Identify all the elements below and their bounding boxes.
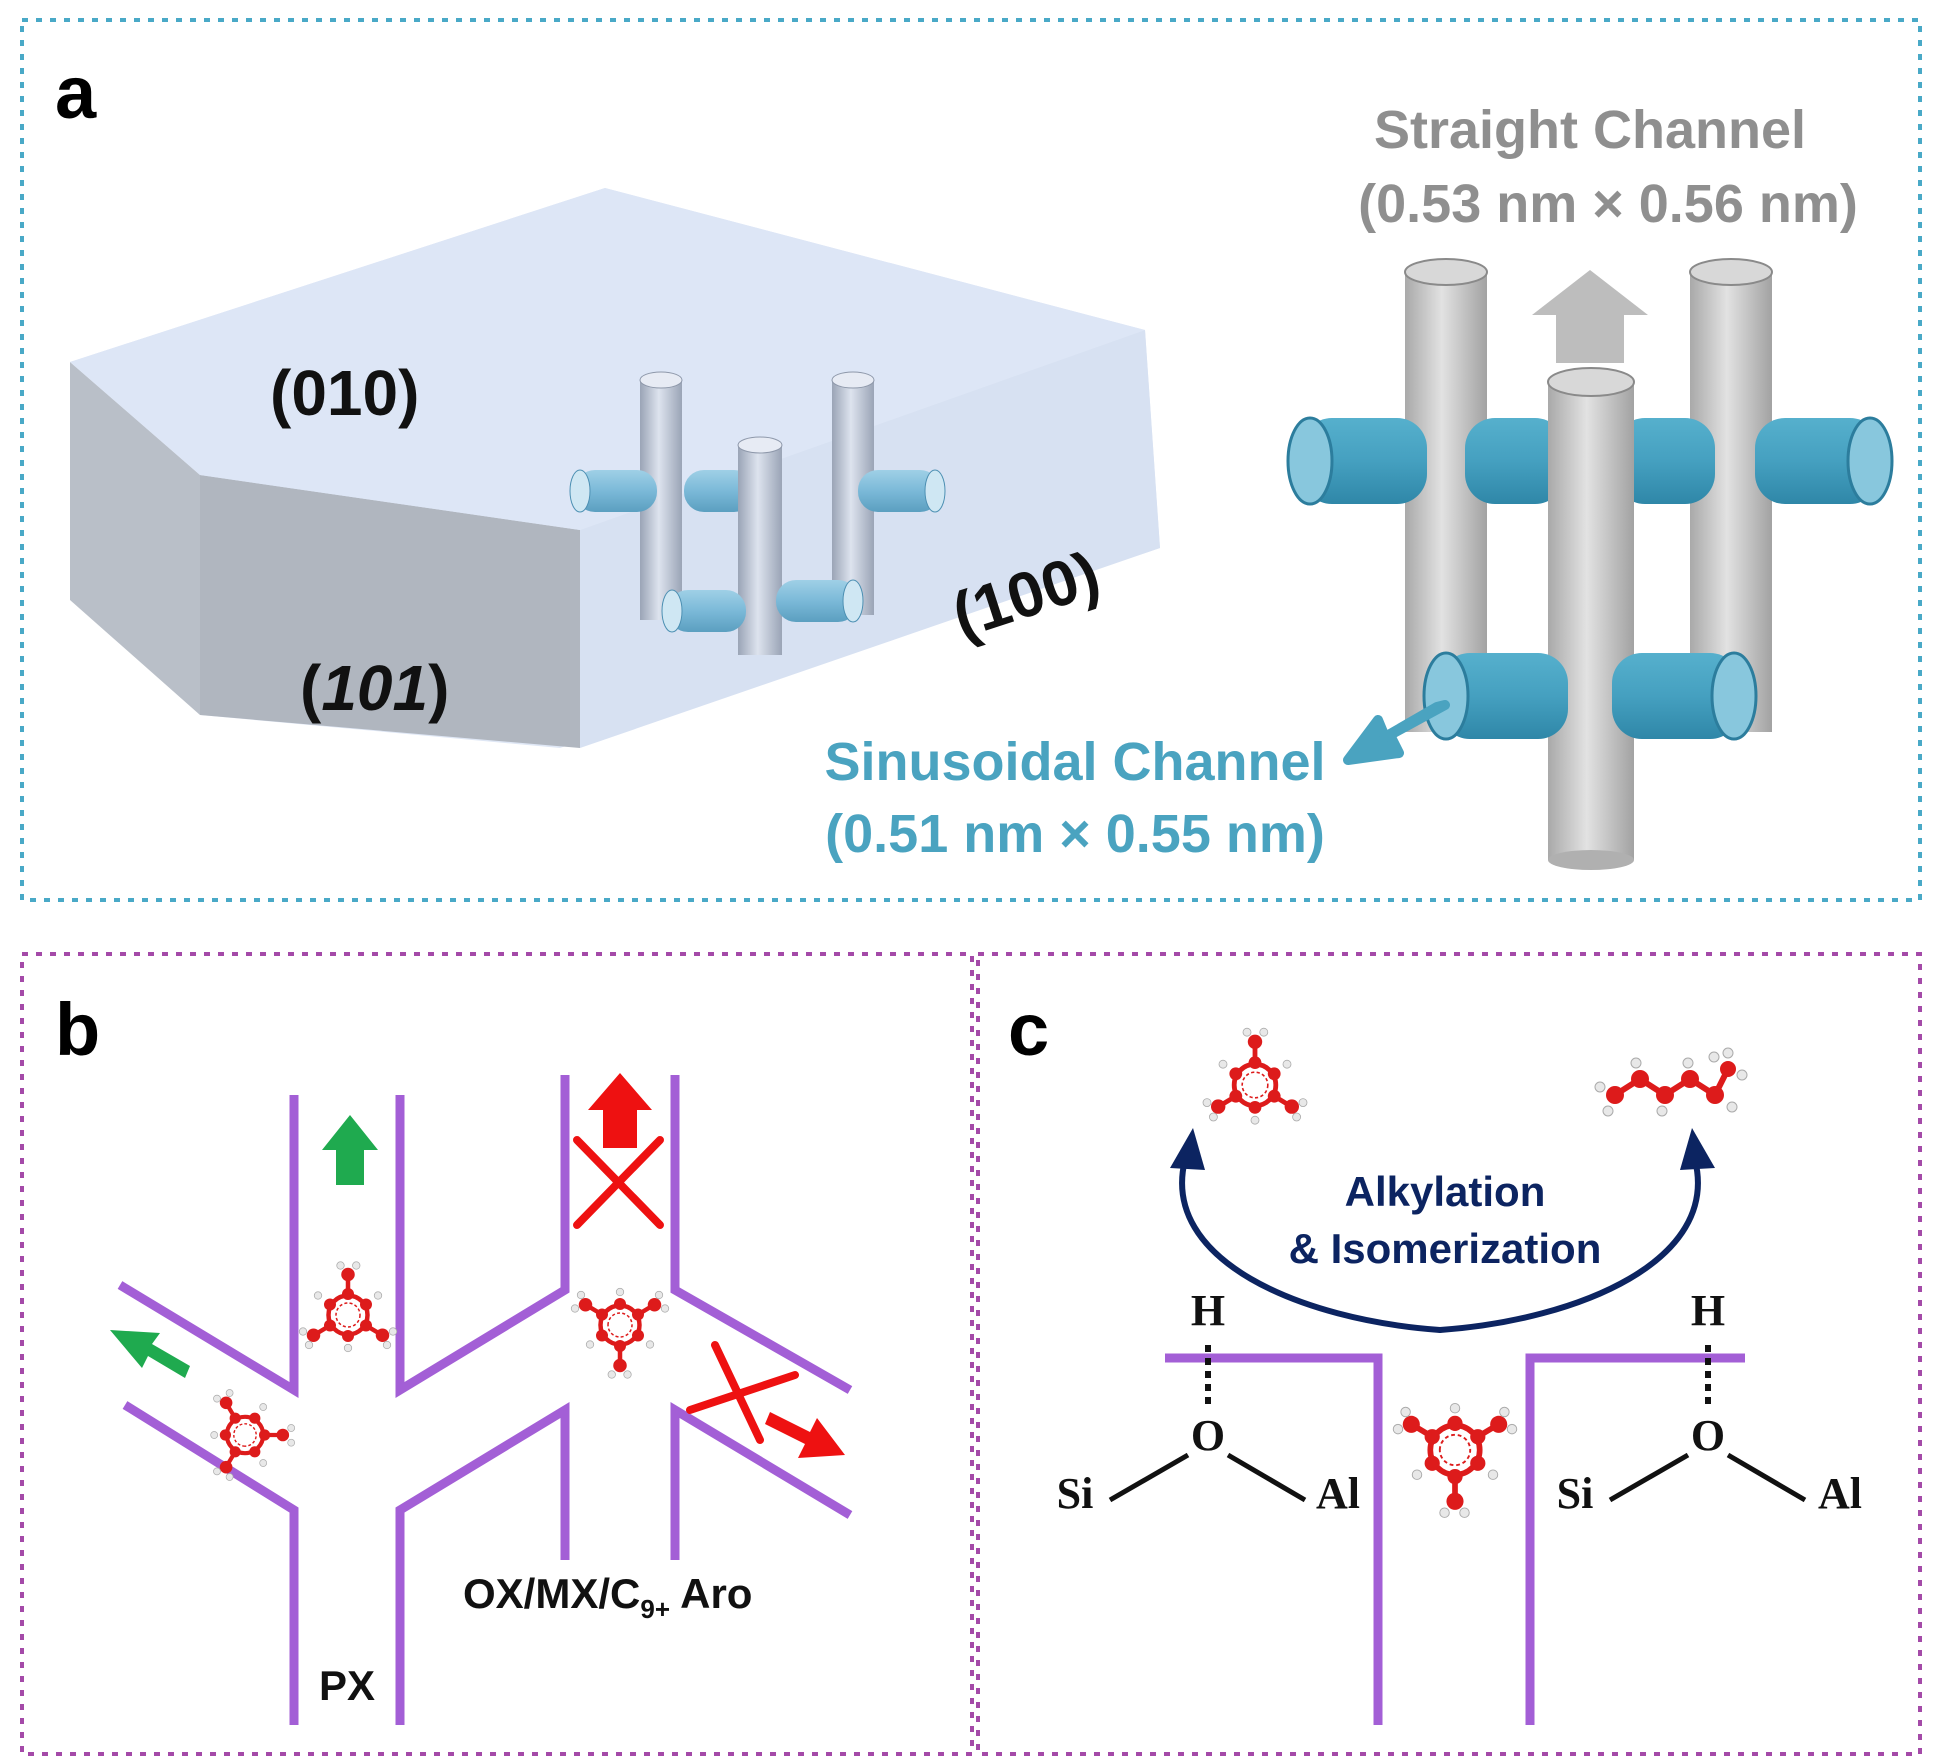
blocked-up-cross-icon: [573, 1136, 664, 1229]
reaction-label-line1: Alkylation: [1345, 1168, 1546, 1215]
panel-c-letter: c: [1008, 988, 1049, 1071]
others-label: OX/MX/C9+ Aro: [463, 1570, 752, 1624]
atom-o-right: O: [1691, 1411, 1725, 1460]
crystal-face-101: [70, 362, 200, 715]
product-aromatic-molecule-icon: [1203, 1028, 1307, 1124]
crystal-face-front: [200, 475, 580, 748]
px-label: PX: [319, 1662, 375, 1709]
large-channel-network: [1286, 258, 1894, 870]
atom-al-left: Al: [1316, 1469, 1360, 1518]
reaction-label-line2: & Isomerization: [1289, 1225, 1602, 1272]
px-up-arrow-icon: [322, 1115, 378, 1185]
zsm5-crystal: [70, 188, 1160, 748]
panel-a-letter: a: [55, 51, 97, 134]
reaction-left-arrowhead-icon: [1170, 1128, 1205, 1170]
atom-h-right: H: [1691, 1286, 1725, 1335]
sinusoidal-channel-title: Sinusoidal Channel: [824, 732, 1325, 792]
blocked-right-cross-icon: [686, 1341, 799, 1444]
acid-site-left: H O Si Al: [1057, 1286, 1360, 1518]
straight-channel-up-arrow-icon: [1532, 270, 1648, 363]
face-label-010: (010): [270, 357, 419, 429]
panel-c-frame: [976, 952, 1922, 1756]
px-left-arrow-icon: [110, 1330, 190, 1378]
atom-al-right: Al: [1818, 1469, 1862, 1518]
sinusoidal-channel-size: (0.51 nm × 0.55 nm): [825, 804, 1325, 864]
product-alkane-molecule-icon: [1595, 1048, 1747, 1116]
atom-h-left: H: [1191, 1286, 1225, 1335]
atom-si-left: Si: [1057, 1469, 1094, 1518]
acid-site-right: H O Si Al: [1557, 1286, 1862, 1518]
blocked-up-arrow-icon: [588, 1073, 652, 1148]
panel-a-frame: [20, 18, 1922, 902]
panel-b-letter: b: [55, 988, 100, 1071]
face-label-101: (101): [300, 652, 449, 724]
atom-o-left: O: [1191, 1411, 1225, 1460]
small-channel-network: [569, 371, 946, 655]
reaction-right-arrowhead-icon: [1680, 1128, 1715, 1170]
diffusing-molecule-icon: [211, 1390, 295, 1481]
reactant-molecule-icon: [1393, 1403, 1517, 1517]
pore-walls-c: [1165, 1353, 1745, 1725]
atom-si-right: Si: [1557, 1469, 1594, 1518]
reaction-curved-arrow-icon: [1179, 1157, 1701, 1333]
px-molecule-icon: [299, 1262, 397, 1352]
mx-molecule-icon: [571, 1288, 669, 1378]
blocked-right-arrow-icon: [765, 1412, 845, 1458]
panel-b-frame: [20, 952, 974, 1756]
pore-walls-b: [117, 1075, 853, 1725]
sinusoidal-channel-arrow-icon: [1343, 700, 1450, 765]
crystal-face-top: [70, 188, 1145, 530]
straight-channel-size: (0.53 nm × 0.56 nm): [1358, 174, 1858, 234]
straight-channel-title: Straight Channel: [1374, 100, 1806, 160]
